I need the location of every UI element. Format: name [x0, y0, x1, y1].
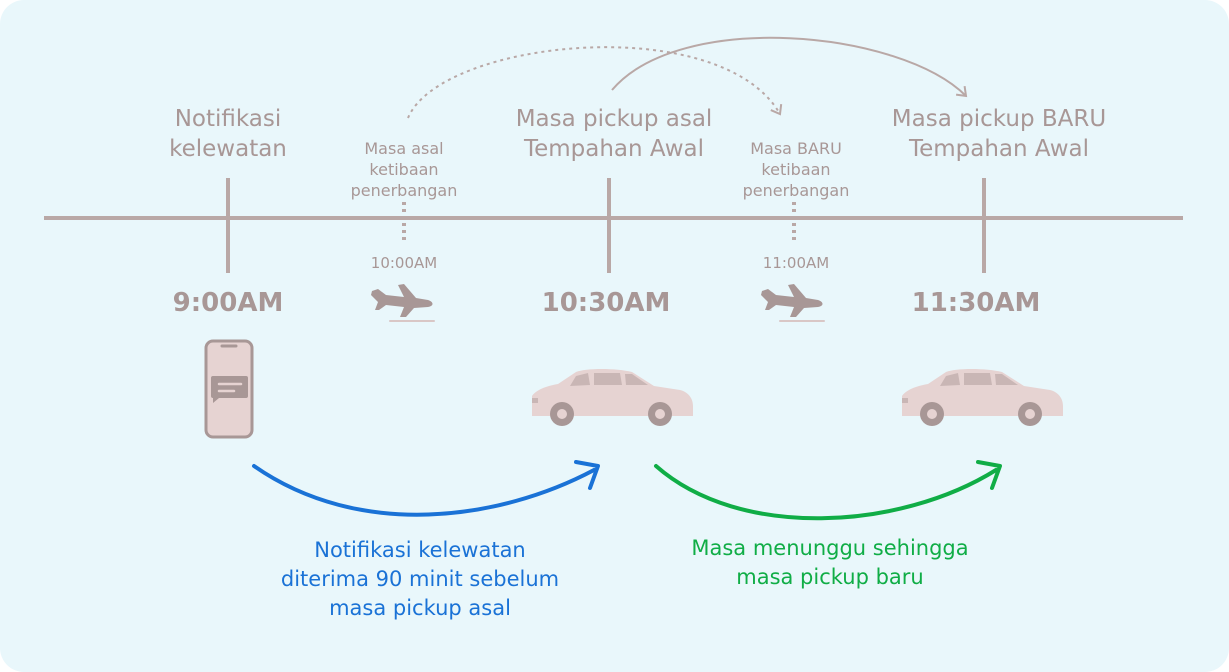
orig-pickup-label-line2: Tempahan Awal [523, 136, 705, 162]
new-arrival-label-line3: penerbangan [742, 181, 850, 200]
notif-time: 9:00AM [172, 288, 284, 318]
orig-arrival-label-line3: penerbangan [350, 181, 458, 200]
arrival-shift-arrow [407, 46, 783, 119]
new-pickup-time: 11:30AM [911, 288, 1041, 318]
new-pickup-label-line2: Tempahan Awal [908, 136, 1090, 162]
blue-arrow-notice-period [252, 460, 600, 517]
new-pickup-label-line1: Masa pickup BARU [891, 106, 1107, 132]
phone-message-icon [204, 339, 254, 439]
new-arrival-label-line2: ketibaan [761, 160, 831, 179]
orig-arrival-time: 10:00AM [370, 254, 438, 272]
new-arrival-time: 11:00AM [762, 254, 830, 272]
green-note-line1: Masa menunggu sehingga [691, 536, 969, 560]
green-arrow-wait-period [654, 460, 1002, 521]
orig-arrival-label-line1: Masa asal [364, 139, 444, 158]
new-arrival-label: Masa BARU ketibaan penerbangan [716, 138, 876, 201]
pickup-shift-arrow [611, 36, 968, 98]
new-arrival-label-line1: Masa BARU [750, 139, 842, 158]
blue-note-line3: masa pickup asal [329, 596, 511, 620]
orig-arrival-label-line2: ketibaan [369, 160, 439, 179]
green-note-line2: masa pickup baru [736, 565, 924, 589]
car-icon-new [902, 369, 1063, 426]
car-icon-orig [532, 369, 693, 426]
new-pickup-label: Masa pickup BARU Tempahan Awal [870, 104, 1128, 164]
blue-note: Notifikasi kelewatan diterima 90 minit s… [240, 536, 600, 623]
airplane-icon-new [761, 284, 825, 322]
orig-pickup-label: Masa pickup asal Tempahan Awal [490, 104, 738, 164]
blue-note-line2: diterima 90 minit sebelum [280, 567, 560, 591]
notif-label-line2: kelewatan [169, 136, 287, 162]
orig-pickup-time: 10:30AM [541, 288, 671, 318]
notif-label: Notifikasi kelewatan [130, 104, 326, 164]
orig-pickup-label-line1: Masa pickup asal [515, 106, 713, 132]
airplane-icon-orig [371, 284, 435, 322]
orig-arrival-label: Masa asal ketibaan penerbangan [324, 138, 484, 201]
notif-label-line1: Notifikasi [174, 106, 282, 132]
green-note: Masa menunggu sehingga masa pickup baru [640, 534, 1020, 592]
blue-note-line1: Notifikasi kelewatan [314, 538, 526, 562]
